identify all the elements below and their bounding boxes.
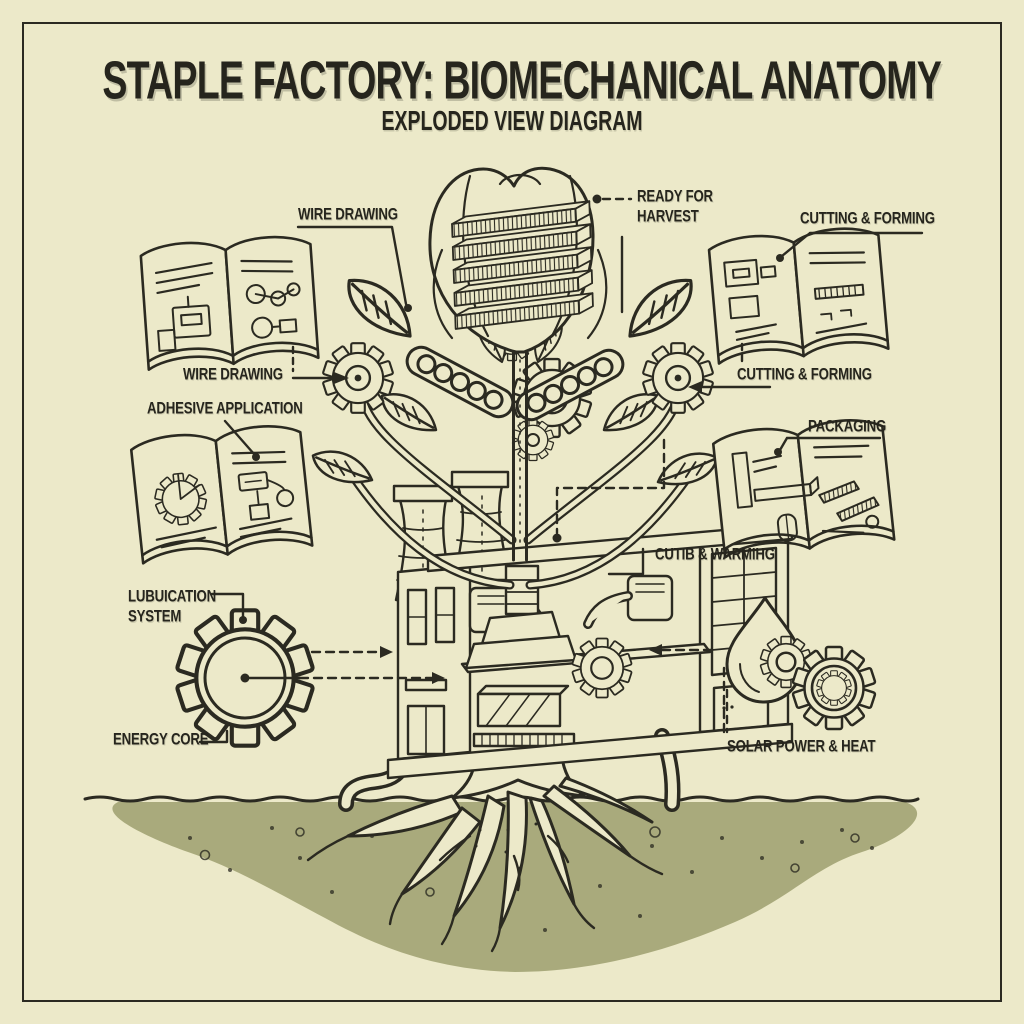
label-solar-power-heat: SOLAR POWER & HEAT <box>727 737 876 757</box>
root-system-icon <box>306 756 664 953</box>
gear-cutting-forming <box>641 342 715 414</box>
gear-solar-small <box>759 635 813 689</box>
ground-line <box>83 795 920 803</box>
label-wire-drawing-caption: WIRE DRAWING <box>183 365 283 385</box>
label-ready-for-harvest-line2: HARVEST <box>637 207 699 227</box>
label-cutting-warming: CUTIB & WARMIHG <box>655 545 775 565</box>
label-wire-drawing-top: WIRE DRAWING <box>298 205 398 225</box>
book-packaging <box>710 415 896 559</box>
base-platform <box>386 722 794 780</box>
interior-machinery <box>460 564 712 748</box>
label-cutting-forming-caption: CUTTING & FORMING <box>737 365 872 385</box>
stem <box>512 346 528 562</box>
conveyor-arm-right <box>515 348 625 422</box>
label-ready-for-harvest-line1: READY FOR <box>637 187 713 207</box>
label-lubrication-system: LUBUICATION SYSTEM <box>128 587 216 627</box>
label-adhesive-application: ADHESIVE APPLICATION <box>147 399 303 419</box>
label-packaging: PACKAGING <box>808 417 887 437</box>
staple-stack-icon <box>451 200 594 330</box>
gear-solar-large <box>791 645 877 731</box>
label-cutting-forming-top: CUTTING & FORMING <box>800 209 935 229</box>
page-subtitle: EXPLODED VIEW DIAGRAM <box>381 106 643 137</box>
conveyor-arm-left <box>405 345 515 419</box>
book-wire-drawing <box>138 233 320 371</box>
left-wall <box>396 563 472 761</box>
book-cutting-forming <box>706 224 890 365</box>
gear-center-small <box>511 418 555 462</box>
label-ready-for-harvest: READY FOR HARVEST <box>637 187 713 227</box>
page-title: STAPLE FACTORY: BIOMECHANICAL ANATOMY <box>102 49 942 111</box>
dashed-connector-lines <box>198 194 924 744</box>
label-lubrication-line1: LUBUICATION <box>128 587 217 607</box>
book-adhesive-application <box>128 421 314 565</box>
label-energy-core: ENERGY CORE <box>113 730 209 750</box>
label-lubrication-line2: SYSTEM <box>128 607 182 627</box>
